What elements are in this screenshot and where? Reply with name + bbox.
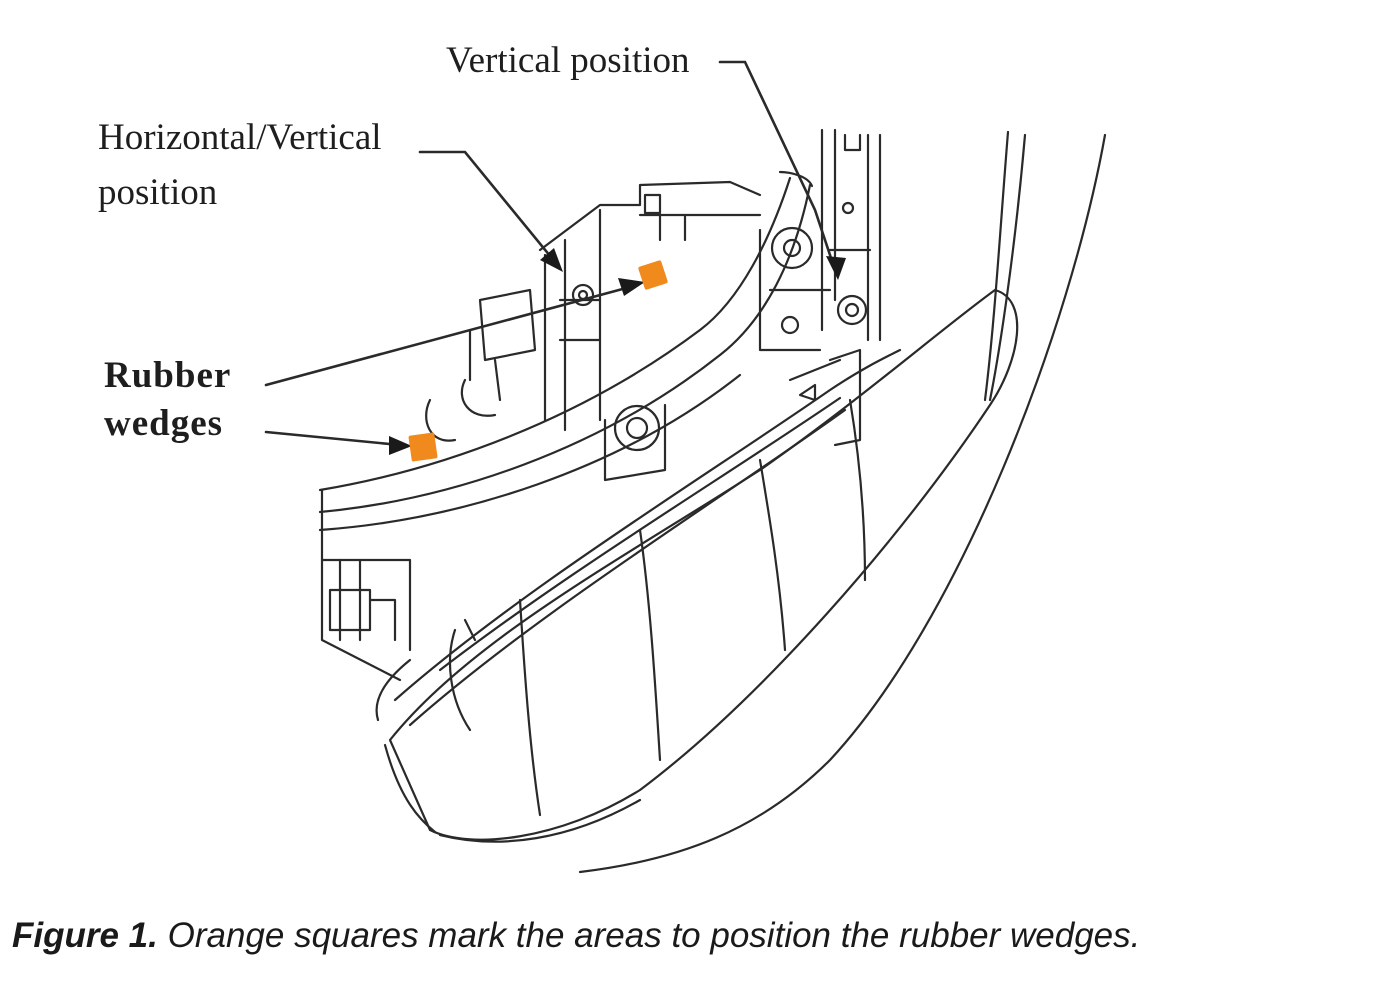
fender-inner-curve (988, 133, 1027, 402)
label-horizontal-vertical-position-line1: Horizontal/Vertical (98, 117, 382, 158)
lens-outer (388, 288, 1019, 841)
label-vertical-position: Vertical position (446, 40, 690, 81)
housing-rim-top (318, 176, 792, 492)
arrowhead-rubber-top (618, 278, 645, 296)
center-mount-tab (603, 403, 667, 482)
leader-horiz-vert (418, 150, 557, 264)
figure-caption: Figure 1. Orange squares mark the areas … (12, 916, 1140, 956)
leader-rubber-bottom (264, 430, 402, 447)
label-horizontal-vertical-position-line2: position (98, 172, 218, 213)
rubber-wedge-marker-bottom (408, 432, 438, 462)
figure-caption-text: Orange squares mark the areas to positio… (157, 916, 1141, 955)
lens-band (393, 348, 902, 702)
housing-left (320, 488, 402, 682)
rubber-wedge-marker-top (638, 260, 668, 290)
adjuster-screw-right (836, 294, 868, 326)
figure-caption-prefix: Figure 1. (12, 916, 158, 955)
label-rubber-wedges-line2: wedges (104, 403, 224, 444)
arrowhead-vertical (826, 256, 846, 280)
label-rubber-wedges-line1: Rubber (104, 355, 232, 396)
leader-vertical (718, 60, 837, 272)
lens-lower-edge (383, 743, 437, 834)
arrowhead-horiz-vert (540, 248, 563, 272)
pivot-boss (770, 226, 814, 270)
leader-rubber-top (264, 285, 632, 387)
housing-body (538, 180, 762, 252)
arrowhead-rubber-bottom (389, 436, 412, 455)
center-mount-nut (613, 404, 661, 452)
fender-outer-curve (578, 133, 1107, 874)
adjuster-screw-left (571, 283, 595, 307)
